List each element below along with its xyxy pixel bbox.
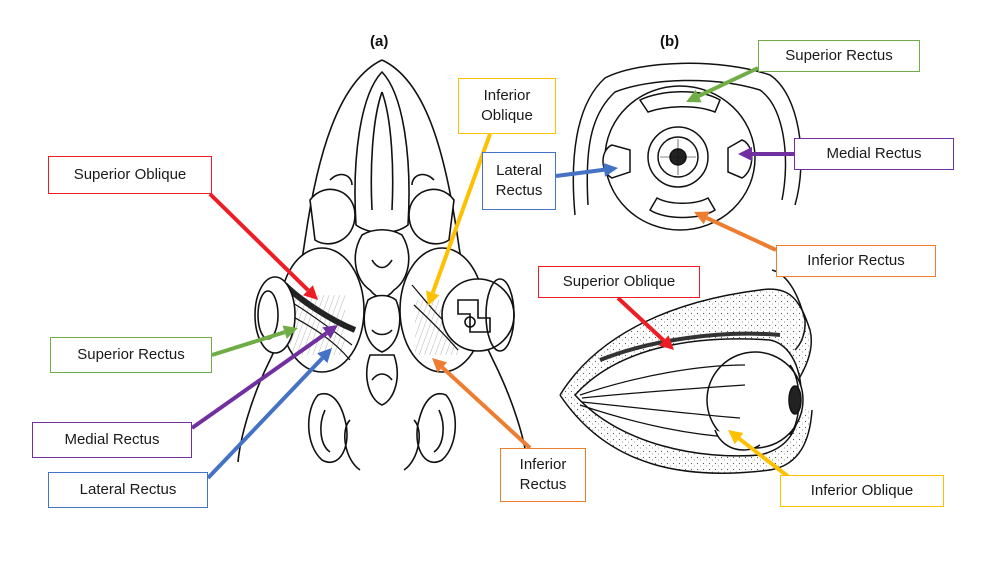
label-b-inferior-rectus: Inferior Rectus: [776, 245, 936, 277]
label-b-superior-rectus: Superior Rectus: [758, 40, 920, 72]
skull-dorsal-view: [237, 59, 528, 471]
label-a-superior-rectus: Superior Rectus: [50, 337, 212, 373]
label-a-lateral-rectus: Lateral Rectus: [48, 472, 208, 508]
arrow-a-superior-oblique: [208, 192, 318, 300]
panel-a-label: (a): [370, 33, 389, 50]
label-a-medial-rectus: Medial Rectus: [32, 422, 192, 458]
label-b-medial-rectus: Medial Rectus: [794, 138, 954, 170]
label-b-inferior-oblique: Inferior Oblique: [780, 475, 944, 507]
label-a-inferior-oblique: Inferior Oblique: [458, 78, 556, 134]
arrow-a-lateral-rectus: [206, 348, 332, 480]
arrow-a-superior-rectus: [211, 325, 298, 357]
panel-b-label: (b): [660, 33, 680, 50]
arrow-b-inferior-rectus: [694, 211, 777, 252]
arrow-b-lateral-rectus: [555, 162, 618, 178]
eyeball-frontal-view: [572, 62, 802, 231]
arrow-a-inferior-oblique: [426, 133, 492, 306]
arrow-b-superior-oblique: [616, 296, 674, 350]
arrow-a-medial-rectus: [190, 325, 338, 430]
arrow-b-superior-rectus: [686, 66, 759, 103]
label-a-superior-oblique: Superior Oblique: [48, 156, 212, 194]
label-b-superior-oblique: Superior Oblique: [538, 266, 700, 298]
label-b-lateral-rectus: Lateral Rectus: [482, 152, 556, 210]
arrow-b-inferior-oblique: [728, 430, 792, 480]
label-a-inferior-rectus: Inferior Rectus: [500, 448, 586, 502]
orbit-lateral-view: [559, 269, 813, 474]
arrow-b-medial-rectus: [738, 147, 794, 161]
arrow-a-inferior-rectus: [432, 358, 532, 450]
